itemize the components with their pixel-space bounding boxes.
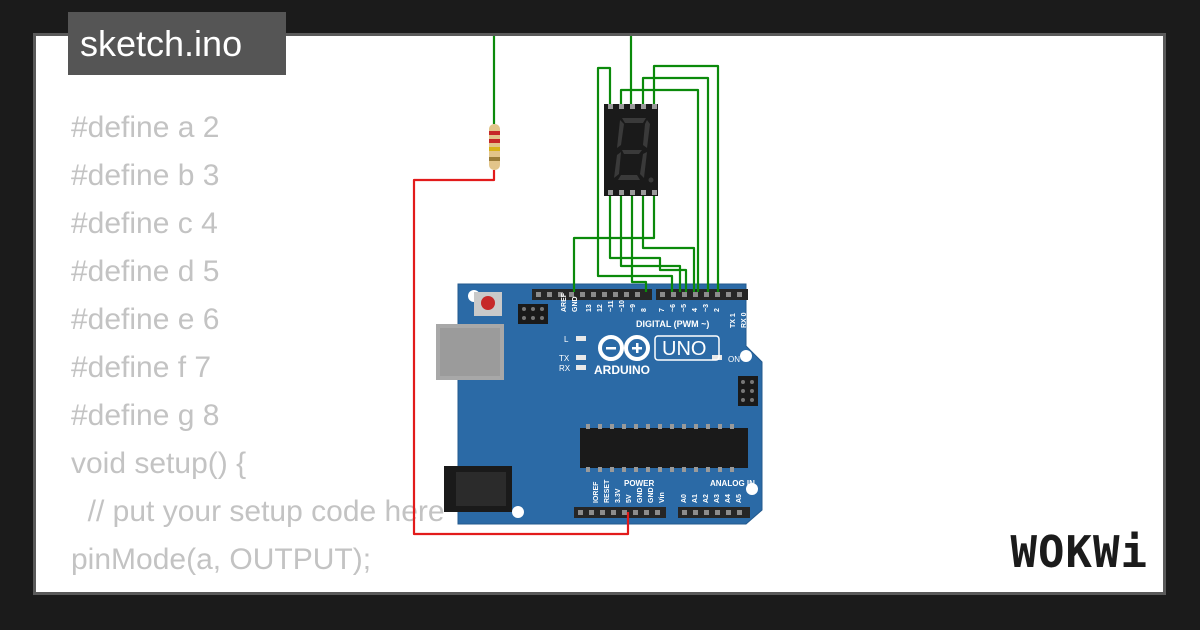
- power-pin-label: RESET: [604, 479, 611, 503]
- wire-green: [641, 76, 710, 292]
- wire-green: [619, 196, 682, 292]
- wire-green: [596, 66, 674, 292]
- wire-green: [619, 88, 700, 292]
- atmega-chip: [580, 428, 748, 468]
- power-pin-label: GND: [648, 487, 655, 503]
- arduino-logo: [598, 335, 650, 361]
- file-name: sketch.ino: [80, 23, 243, 64]
- wokwi-logo: WOKWi: [1010, 527, 1148, 578]
- pin-label: RX 0: [741, 312, 748, 328]
- wire-green: [630, 196, 648, 292]
- analog-header: [678, 507, 750, 518]
- code-line: #define g 8: [71, 399, 220, 432]
- pin-label-gnd: GND: [572, 296, 579, 312]
- code-line: #define c 4: [71, 207, 218, 240]
- wire-green: [652, 64, 720, 292]
- wires: [412, 36, 720, 536]
- power-pin-label: 5V: [626, 494, 633, 503]
- pin-label-aref: AREF: [561, 292, 568, 312]
- model-label: UNO: [662, 338, 706, 360]
- wire-green: [572, 196, 656, 292]
- segments: [614, 118, 654, 183]
- power-pin-label: Vin: [659, 492, 666, 503]
- pin-label: ~10: [619, 300, 626, 312]
- pin-label: 13: [586, 304, 593, 312]
- code-line: #define d 5: [71, 255, 220, 288]
- analog-pin-label: A4: [725, 494, 732, 503]
- digital-header-low: [656, 289, 748, 300]
- code-line: void setup() {: [71, 447, 247, 480]
- arduino-uno-board[interactable]: AREF GND 13 12 ~11 ~10 ~9 8 7 ~6 ~5 4 ~3…: [436, 283, 763, 525]
- pin-label: TX 1: [730, 313, 737, 328]
- seven-segment-display[interactable]: [604, 104, 658, 196]
- pin-label: ~9: [630, 304, 637, 312]
- code-line: #define f 7: [71, 351, 212, 384]
- code-line: #define b 3: [71, 159, 220, 192]
- led-label-on: ON: [728, 355, 740, 364]
- file-tab[interactable]: sketch.ino: [68, 12, 286, 75]
- analog-pin-label: A5: [736, 494, 743, 503]
- code-line: pinMode(a, OUTPUT);: [71, 543, 372, 576]
- code-line: pinMode(b, OUTPUT);: [71, 584, 445, 592]
- code-line: #define a 2: [71, 111, 220, 144]
- pin-label: 8: [641, 308, 648, 312]
- power-section-label: POWER: [624, 479, 654, 488]
- resistor[interactable]: [489, 124, 500, 170]
- code-line: #define e 6: [71, 303, 220, 336]
- digital-header-label: DIGITAL (PWM ~): [636, 319, 709, 329]
- code-line: // put your setup code here: [71, 495, 445, 528]
- power-pin-label: IOREF: [593, 481, 600, 503]
- led-label-l: L: [564, 335, 569, 344]
- brand-label: ARDUINO: [594, 363, 650, 377]
- analog-section-label: ANALOG IN: [710, 479, 755, 488]
- wire-red: [412, 170, 630, 536]
- pin-label: ~3: [703, 304, 710, 312]
- pin-label: ~6: [670, 304, 677, 312]
- analog-pin-label: A0: [681, 494, 688, 503]
- analog-pin-label: A3: [714, 494, 721, 503]
- pin-label: ~11: [608, 300, 615, 312]
- power-pin-label: 3.3V: [615, 488, 622, 503]
- pin-label: 2: [714, 308, 721, 312]
- analog-pin-label: A2: [703, 494, 710, 503]
- code-editor[interactable]: #define a 2 #define b 3 #define c 4 #define…: [71, 104, 445, 592]
- pin-label: 4: [692, 308, 699, 312]
- analog-pin-label: A1: [692, 494, 699, 503]
- led-label-rx: RX: [559, 364, 571, 373]
- pin-label: 7: [659, 308, 666, 312]
- pin-label: ~5: [681, 304, 688, 312]
- wire-green: [641, 196, 696, 292]
- power-pin-label: GND: [637, 487, 644, 503]
- led-label-tx: TX: [559, 354, 570, 363]
- pin-label: 12: [597, 304, 604, 312]
- wire-green: [608, 196, 688, 292]
- power-header: [574, 507, 666, 518]
